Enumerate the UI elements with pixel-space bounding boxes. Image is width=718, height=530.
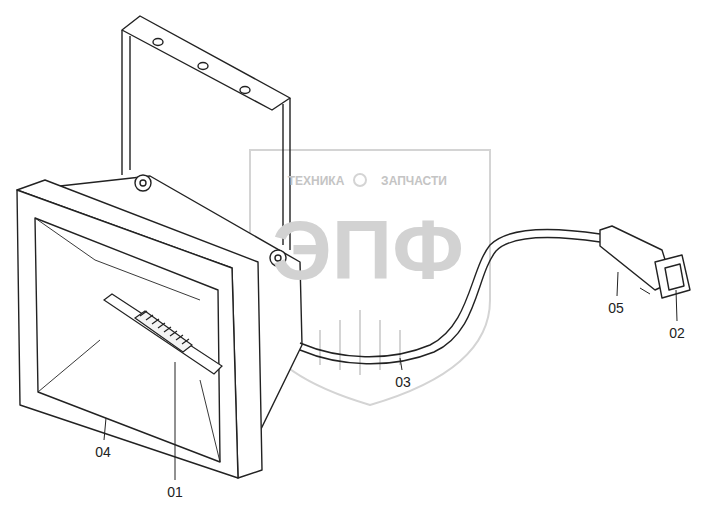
watermark-text: ТЕХНИКА: [288, 175, 345, 187]
callout-number: 04: [95, 445, 111, 459]
lamp-housing: [17, 175, 302, 478]
plug-connector: [600, 226, 690, 298]
halogen-lamp: [104, 294, 222, 374]
callout-number: 01: [167, 485, 183, 499]
callout-number: 03: [395, 375, 411, 389]
leader-lines: [104, 272, 677, 480]
watermark-text: ЗАПЧАСТИ: [381, 175, 447, 187]
callout-number: 05: [608, 301, 624, 315]
watermark-logo: ЭПФ: [272, 208, 464, 292]
callout-number: 02: [669, 326, 685, 340]
